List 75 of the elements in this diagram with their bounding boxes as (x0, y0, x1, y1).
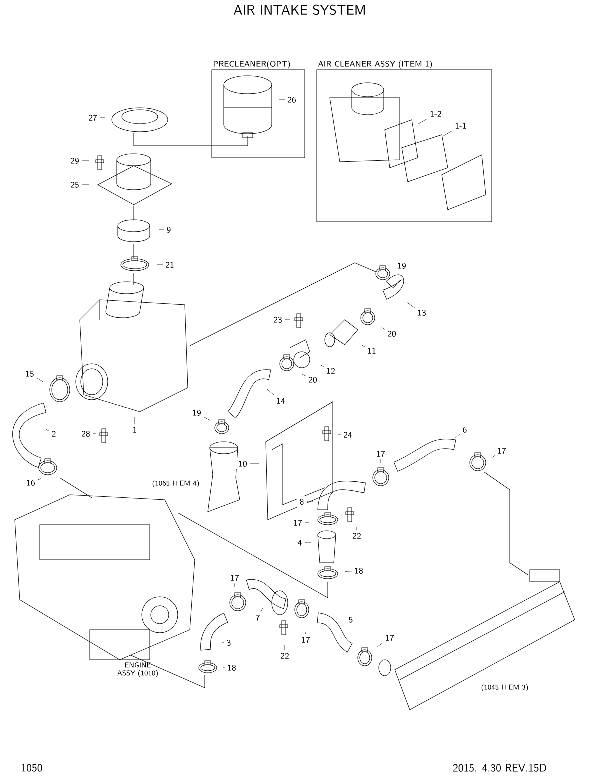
callout-number: 21 (163, 260, 177, 270)
leader-line (455, 434, 460, 439)
callout-number: 24 (341, 430, 355, 440)
leader-line (442, 130, 453, 137)
page-number: 1050 (22, 764, 42, 772)
callout-number: 29 (68, 156, 82, 166)
leader-line (82, 184, 90, 186)
leader-line (378, 642, 384, 648)
node-label: PRECLEANER(OPT) (214, 60, 290, 69)
leader-line (382, 328, 386, 330)
callout-number: 25 (68, 180, 82, 190)
leader-line (46, 429, 50, 432)
leader-line (408, 302, 416, 308)
callout-number: 2 (49, 428, 59, 440)
leader-line (284, 644, 286, 651)
revision-date: 2015. 4.30 REV.15D (453, 764, 546, 772)
callout-number: 19 (190, 408, 204, 418)
callout-number: 16 (24, 478, 38, 488)
callout-number: 22 (350, 530, 364, 542)
leader-line (380, 459, 382, 464)
leader-line (338, 434, 342, 436)
callout-number: 23 (271, 314, 285, 326)
callout-number: 18 (225, 662, 239, 674)
callout-number: 17 (383, 632, 397, 644)
leader-line (362, 345, 366, 348)
callout-number: 28 (79, 428, 93, 440)
callout-number: 12 (324, 366, 338, 376)
leader-line (320, 365, 324, 368)
leader-line (356, 526, 358, 531)
leader-line (204, 416, 210, 421)
callout-number: 20 (385, 328, 399, 340)
callout-number: 22 (278, 650, 292, 662)
callout-number: 1-2 (428, 108, 444, 120)
callout-number: 17 (299, 634, 313, 646)
callout-number: 17 (495, 446, 509, 456)
leader-line (418, 118, 428, 125)
leader-line (38, 478, 42, 480)
callout-number: 19 (395, 260, 409, 272)
callout-number: 17 (374, 448, 388, 460)
leader-line (234, 583, 236, 588)
leader-line (156, 264, 164, 266)
callout-number: 1 (130, 424, 140, 436)
title: AIR INTAKE SYSTEM (234, 4, 365, 16)
leader-line (36, 378, 44, 383)
leader-line (492, 456, 496, 458)
callout-number: 3 (224, 638, 234, 648)
callout-number: 14 (274, 396, 288, 406)
callout-number: 4 (295, 538, 305, 548)
callout-number: 18 (352, 566, 366, 576)
callout-number: 13 (415, 308, 429, 318)
callout-number: 26 (285, 94, 299, 106)
leader-line (134, 416, 136, 425)
leader-line (260, 608, 264, 613)
callout-number: 17 (228, 572, 242, 584)
callout-number: 7 (253, 612, 263, 624)
callout-number: 6 (460, 424, 470, 436)
leader-line (305, 632, 306, 635)
callout-number: 15 (23, 368, 37, 380)
leader-line (304, 542, 312, 544)
callout-number: 11 (365, 346, 379, 356)
node-label: AIR CLEANER ASSY (ITEM 1) (318, 60, 432, 69)
leader-line (344, 571, 352, 572)
callout-number: 17 (291, 518, 305, 528)
callout-number: 10 (236, 458, 250, 470)
leader-line (267, 389, 275, 396)
callout-number: 20 (306, 374, 320, 386)
callout-number: 27 (86, 112, 100, 124)
leader-line (302, 374, 306, 376)
callout-number: 8 (297, 496, 307, 508)
leader-line (82, 160, 90, 162)
leader-line (222, 642, 224, 644)
callout-number: 1-1 (452, 120, 470, 132)
callout-number: 9 (164, 224, 174, 236)
leader-line (304, 522, 310, 524)
callout-number: 5 (346, 614, 356, 626)
